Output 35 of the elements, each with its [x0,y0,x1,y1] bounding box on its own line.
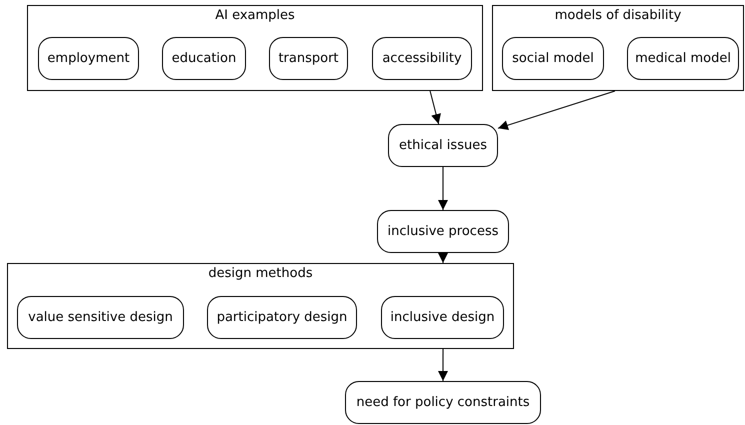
group-title: design methods [207,266,314,281]
rounded-box [345,381,541,424]
node-label: social model [512,51,594,66]
arrow [438,252,448,264]
node-label: inclusive design [390,310,495,325]
rounded-box [162,37,246,80]
arrow [430,90,441,124]
node-label: participatory design [216,310,348,325]
rounded-box [502,37,604,80]
group-title: models of disability [554,8,682,23]
node-label: ethical issues [399,138,487,153]
rounded-box [377,210,509,253]
group-frame [492,5,744,91]
group-title: AI examples [214,8,296,23]
node-label: medical model [635,51,731,66]
rounded-box [381,296,504,339]
node-label: inclusive process [387,224,498,239]
rounded-box [207,296,357,339]
rounded-box [388,124,498,167]
node-label: accessibility [382,51,462,66]
group-frame [7,263,514,349]
rounded-box [38,37,139,80]
node-label: education [172,51,236,66]
node-label: value sensitive design [28,310,173,325]
arrow [438,348,448,382]
node-label: need for policy constraints [356,395,530,410]
rounded-box [627,37,739,80]
node-label: transport [278,51,339,66]
node-label: employment [47,51,130,66]
arrow [498,90,616,130]
arrow [438,166,448,210]
rounded-box [372,37,472,80]
rounded-box [269,37,348,80]
group-frame [27,5,483,91]
rounded-box [17,296,184,339]
